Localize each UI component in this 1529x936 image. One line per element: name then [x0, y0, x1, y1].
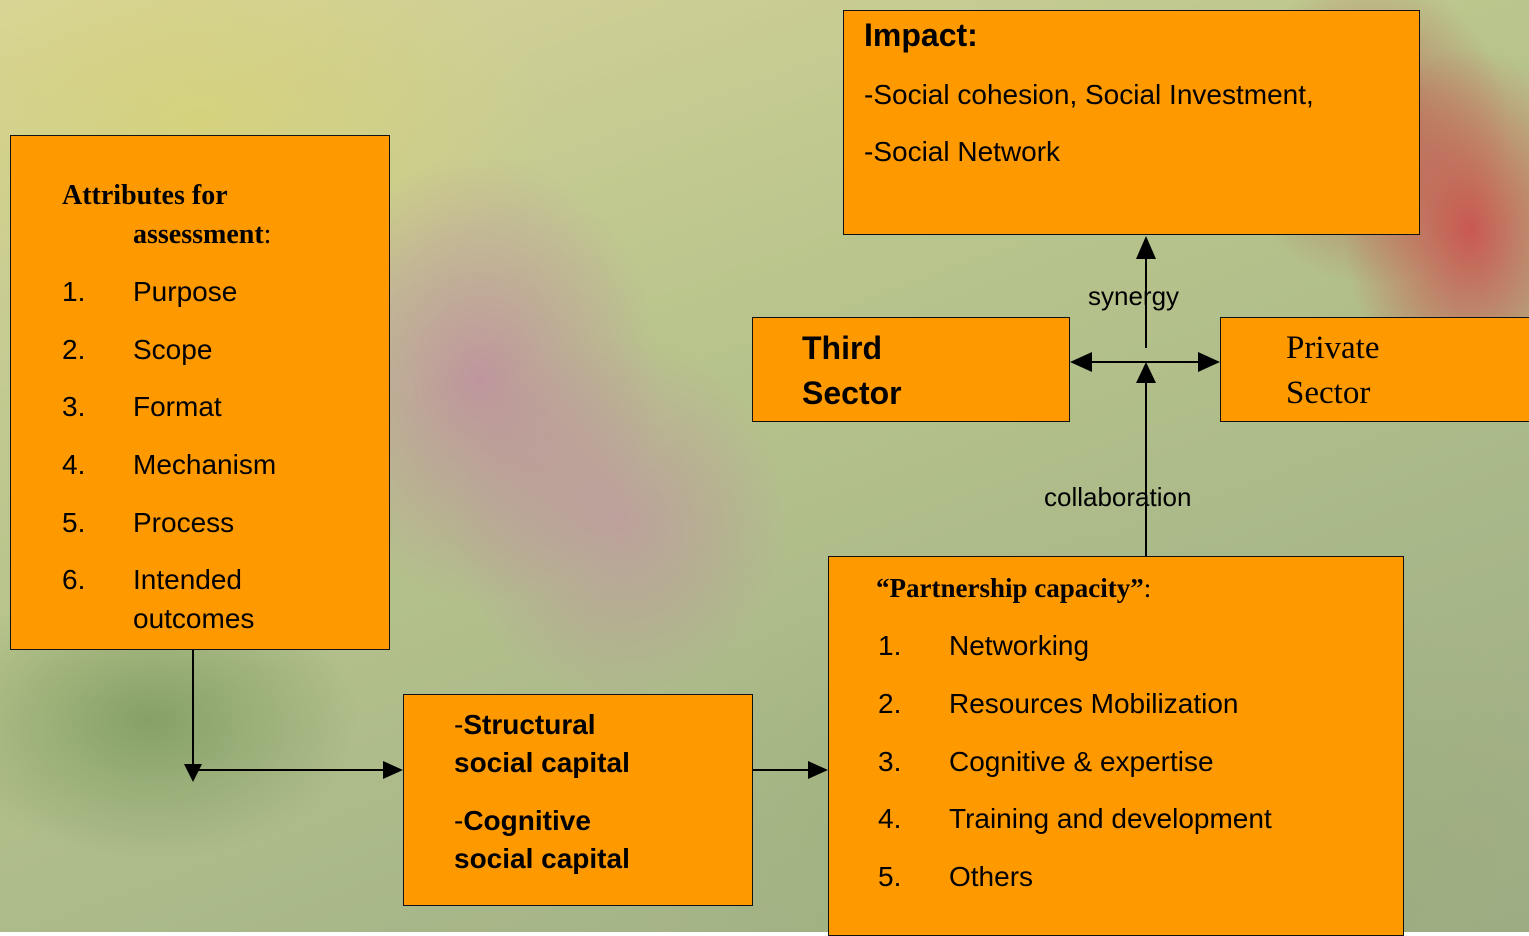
- impact-line-1: -Social cohesion, Social Investment,: [864, 79, 1314, 110]
- partnership-title: “Partnership capacity”:: [876, 573, 1151, 604]
- attr-item-6-num: 6.: [62, 564, 86, 595]
- synergy-label: synergy: [1088, 281, 1180, 311]
- structural-social-capital-line-2: social capital: [454, 747, 630, 778]
- attr-item-1-text: Purpose: [133, 276, 238, 307]
- cognitive-social-capital-line-1: -Cognitive: [454, 805, 591, 837]
- impact-title: Impact:: [864, 17, 978, 53]
- attr-item-3-text: Format: [133, 391, 222, 422]
- partnership-item-1-num: 1.: [878, 630, 902, 661]
- attr-item-2-text: Scope: [133, 334, 213, 365]
- structural-social-capital-line-1: -Structural: [454, 709, 596, 741]
- attr-item-5-num: 5.: [62, 507, 86, 538]
- attr-item-6-text-line-2: outcomes: [133, 603, 255, 634]
- attributes-title-line-1: Attributes for: [62, 180, 228, 211]
- partnership-item-3-text: Cognitive & expertise: [949, 746, 1214, 777]
- partnership-item-5-text: Others: [949, 861, 1034, 892]
- attributes-box: Attributes for assessment: 1. Purpose 2.…: [10, 135, 390, 650]
- private-sector-line-2: Sector: [1286, 375, 1371, 411]
- structural-word: Structural: [463, 709, 596, 740]
- attributes-title-line-2: assessment:: [133, 219, 271, 251]
- third-sector-line-2: Sector: [802, 375, 902, 411]
- partnership-item-3-num: 3.: [878, 746, 902, 777]
- collaboration-label: collaboration: [1044, 482, 1192, 512]
- cognitive-word: Cognitive: [463, 805, 591, 836]
- partnership-item-5-num: 5.: [878, 861, 902, 892]
- attr-item-1-num: 1.: [62, 276, 86, 307]
- private-sector-line-1: Private: [1286, 330, 1380, 366]
- cognitive-dash: -: [454, 805, 464, 836]
- partnership-item-4-num: 4.: [878, 803, 902, 834]
- attr-item-3-num: 3.: [62, 391, 86, 422]
- partnership-capacity-box: “Partnership capacity”: 1. Networking 2.…: [828, 556, 1404, 936]
- third-sector-box: Third Sector: [752, 317, 1070, 422]
- partnership-title-colon: :: [1143, 573, 1152, 603]
- partnership-title-text: “Partnership capacity”: [876, 573, 1144, 603]
- social-capital-box: -Structural social capital -Cognitive so…: [403, 694, 753, 906]
- attributes-title-colon: :: [263, 219, 272, 250]
- attr-item-6-text: Intended: [133, 564, 242, 595]
- impact-line-2: -Social Network: [864, 136, 1061, 167]
- attr-item-4-text: Mechanism: [133, 449, 277, 480]
- structural-dash: -: [454, 709, 464, 740]
- cognitive-social-capital-line-2: social capital: [454, 843, 630, 874]
- partnership-item-2-num: 2.: [878, 688, 902, 719]
- attr-item-4-num: 4.: [62, 449, 86, 480]
- partnership-item-1-text: Networking: [949, 630, 1090, 661]
- impact-box: Impact: -Social cohesion, Social Investm…: [843, 10, 1420, 235]
- partnership-item-2-text: Resources Mobilization: [949, 688, 1239, 719]
- third-sector-line-1: Third: [802, 330, 882, 366]
- attr-item-5-text: Process: [133, 507, 235, 538]
- attributes-title-word: assessment: [133, 219, 264, 250]
- partnership-item-4-text: Training and development: [949, 803, 1272, 834]
- attr-item-2-num: 2.: [62, 334, 86, 365]
- private-sector-box: Private Sector: [1220, 317, 1529, 422]
